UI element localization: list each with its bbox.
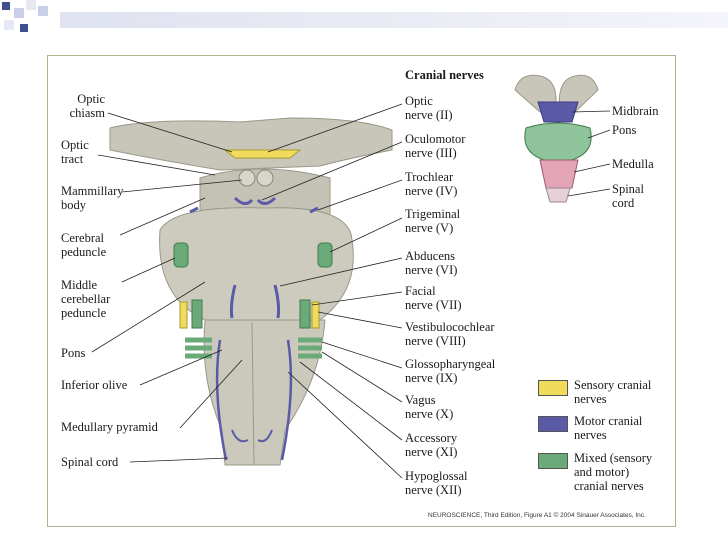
label-hypoglossal-nerve: Hypoglossal nerve (XII) (405, 469, 468, 497)
inset-brainstem (514, 74, 599, 203)
legend-swatch-sensory (538, 380, 568, 396)
figure-credit: NEUROSCIENCE, Third Edition, Figure A1 ©… (428, 512, 646, 519)
label-vagus-nerve: Vagus nerve (X) (405, 393, 454, 421)
forebrain-base (109, 117, 393, 171)
label-inferior-olive: Inferior olive (61, 378, 128, 392)
label-accessory-nerve: Accessory nerve (XI) (405, 431, 458, 459)
label-optic-nerve: Optic nerve (II) (405, 94, 453, 122)
figure-title: Cranial nerves (405, 68, 484, 82)
label-oculomotor-nerve: Oculomotor nerve (III) (405, 132, 466, 160)
legend-swatch-mixed (538, 453, 568, 469)
label-optic-tract: Optic tract (61, 138, 89, 166)
legend-label-sensory: Sensory cranial nerves (574, 378, 652, 406)
inset-label-midbrain: Midbrain (612, 104, 659, 118)
legend-swatch-motor (538, 416, 568, 432)
label-vestibulocochlear-nerve: Vestibulocochlear nerve (VIII) (405, 320, 495, 348)
inset-label-medulla: Medulla (612, 157, 654, 171)
label-optic-chiasm: Optic chiasm (69, 92, 105, 120)
label-facial-nerve: Facial nerve (VII) (405, 284, 462, 312)
label-mammillary-body: Mammillary body (61, 184, 124, 212)
optic-chiasm-shape (223, 149, 302, 159)
label-abducens-nerve: Abducens nerve (VI) (405, 249, 458, 277)
label-pons: Pons (61, 346, 86, 360)
inset-label-pons: Pons (612, 123, 637, 137)
label-spinal-cord: Spinal cord (61, 455, 119, 469)
top-gradient-bar (60, 12, 728, 28)
pons-shape (159, 207, 354, 323)
label-cerebral-peduncle: Cerebral peduncle (61, 231, 107, 259)
label-middle-cerebellar-peduncle: Middle cerebellar peduncle (61, 278, 111, 320)
label-glossopharyngeal-nerve: Glossopharyngeal nerve (IX) (405, 357, 496, 385)
inset-label-spinal-cord: Spinal cord (612, 182, 644, 210)
legend-label-mixed: Mixed (sensory and motor) cranial nerves (574, 451, 653, 493)
corner-decoration (0, 0, 60, 40)
label-medullary-pyramid: Medullary pyramid (61, 420, 158, 434)
legend-label-motor: Motor cranial nerves (574, 414, 643, 442)
label-trochlear-nerve: Trochlear nerve (IV) (405, 170, 458, 198)
label-trigeminal-nerve: Trigeminal nerve (V) (405, 207, 461, 235)
medulla-shape (203, 319, 326, 466)
